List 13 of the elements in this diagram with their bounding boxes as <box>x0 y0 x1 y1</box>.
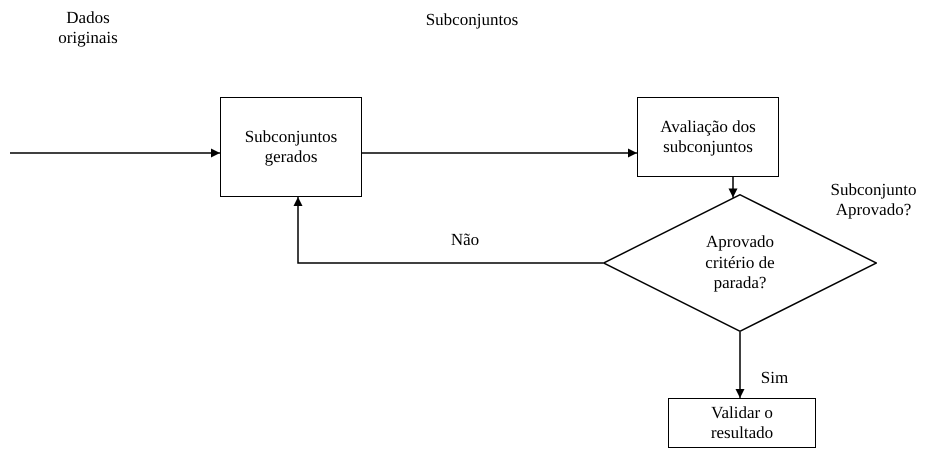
annotation-text: Subconjunto Aprovado? <box>830 180 918 221</box>
node-text: Subconjuntos gerados <box>244 126 338 168</box>
node-text: Validar o resultado <box>710 402 774 444</box>
arrow <box>736 332 744 398</box>
arrow <box>362 148 637 158</box>
arrow <box>10 148 220 158</box>
node-text: Avaliação dos subconjuntos <box>659 116 757 158</box>
process-box <box>220 97 362 197</box>
arrow <box>728 177 738 198</box>
arrow <box>294 197 603 264</box>
process-box <box>668 398 816 448</box>
process-box <box>637 97 779 177</box>
node-text: Aprovado critério de parada? <box>704 232 776 294</box>
